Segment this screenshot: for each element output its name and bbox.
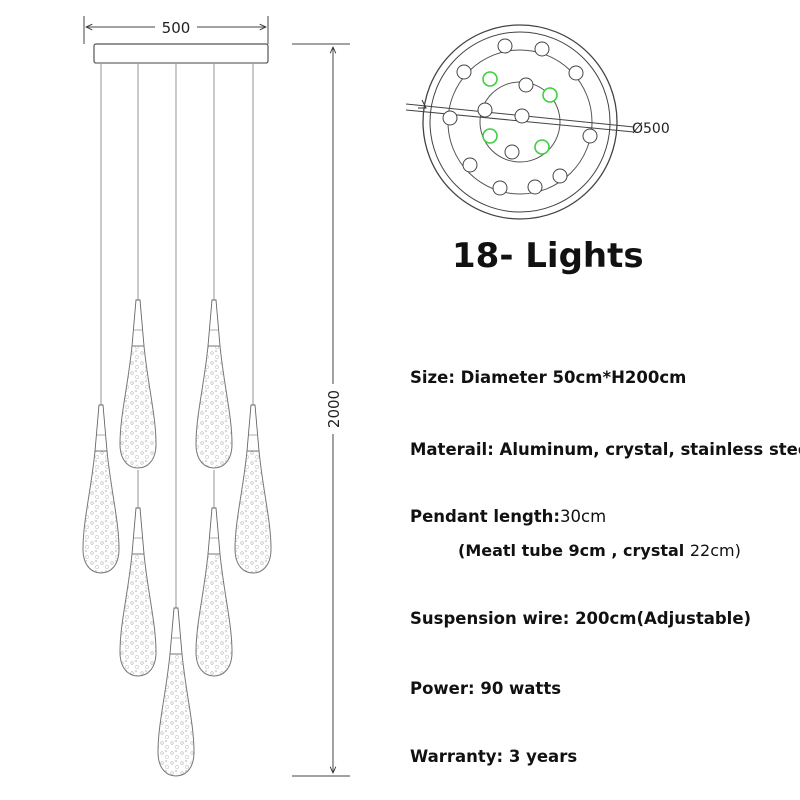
metal-tube [207, 299, 221, 347]
top-view: Ø500 [405, 24, 670, 220]
crystal-drop [195, 345, 233, 469]
spec-material: Materail: Aluminum, crystal, stainless s… [410, 440, 800, 459]
ceiling-canopy [93, 43, 269, 64]
pendant [195, 299, 233, 469]
spec-pendant-label: Pendant length: [410, 507, 560, 526]
metal-tube [131, 507, 145, 555]
light-position-dot [442, 110, 458, 126]
metal-tube [169, 607, 183, 655]
light-position-dot [518, 77, 534, 93]
metal-tube [94, 404, 108, 452]
light-position-dot [542, 87, 558, 103]
light-position-dot [456, 64, 472, 80]
width-label: 500 [162, 19, 191, 37]
height-dimension: 2000 [292, 43, 350, 777]
light-position-dot [482, 71, 498, 87]
metal-tube [207, 507, 221, 555]
pendant [195, 507, 233, 677]
spec-pendant-value: 30cm [560, 507, 607, 526]
light-position-dot [482, 128, 498, 144]
crystal-drop [157, 653, 195, 777]
crystal-pendants [82, 299, 272, 777]
light-position-dot [534, 41, 550, 57]
light-position-dot [492, 180, 508, 196]
pendant [234, 404, 272, 574]
spec-size: Size: Diameter 50cm*H200cm [410, 368, 687, 387]
crystal-drop [195, 553, 233, 677]
spec-pendant-detail-b: 22cm) [689, 541, 741, 560]
spec-pendant-detail-a: (Meatl tube 9cm , crystal [458, 541, 690, 560]
spec-pendant-detail: (Meatl tube 9cm , crystal 22cm) [458, 541, 741, 560]
light-position-dot [534, 139, 550, 155]
spec-warranty: Warranty: 3 years [410, 747, 578, 766]
spec-suspension: Suspension wire: 200cm(Adjustable) [410, 609, 752, 628]
pendant [119, 507, 157, 677]
metal-tube [246, 404, 260, 452]
light-position-dot [497, 38, 513, 54]
metal-tube [131, 299, 145, 347]
pendant [82, 404, 120, 574]
light-position-dot [514, 108, 530, 124]
light-position-dot [462, 157, 478, 173]
light-position-dot [527, 179, 543, 195]
top-diameter-label: Ø500 [632, 121, 670, 137]
light-position-dot [582, 128, 598, 144]
light-position-dot [568, 65, 584, 81]
pendant [157, 607, 195, 777]
product-title: 18- Lights [452, 236, 644, 276]
spec-pendant-length: Pendant length:30cm [410, 507, 606, 526]
spec-power: Power: 90 watts [410, 679, 562, 698]
light-position-dot [504, 144, 520, 160]
width-dimension: 500 [83, 16, 269, 44]
light-position-dot [552, 168, 568, 184]
suspension-wires [100, 64, 254, 608]
pendant [119, 299, 157, 469]
crystal-drop [234, 450, 272, 574]
crystal-drop [82, 450, 120, 574]
crystal-drop [119, 553, 157, 677]
height-label: 2000 [325, 390, 343, 428]
light-position-dot [477, 102, 493, 118]
light-positions [442, 38, 598, 196]
crystal-drop [119, 345, 157, 469]
